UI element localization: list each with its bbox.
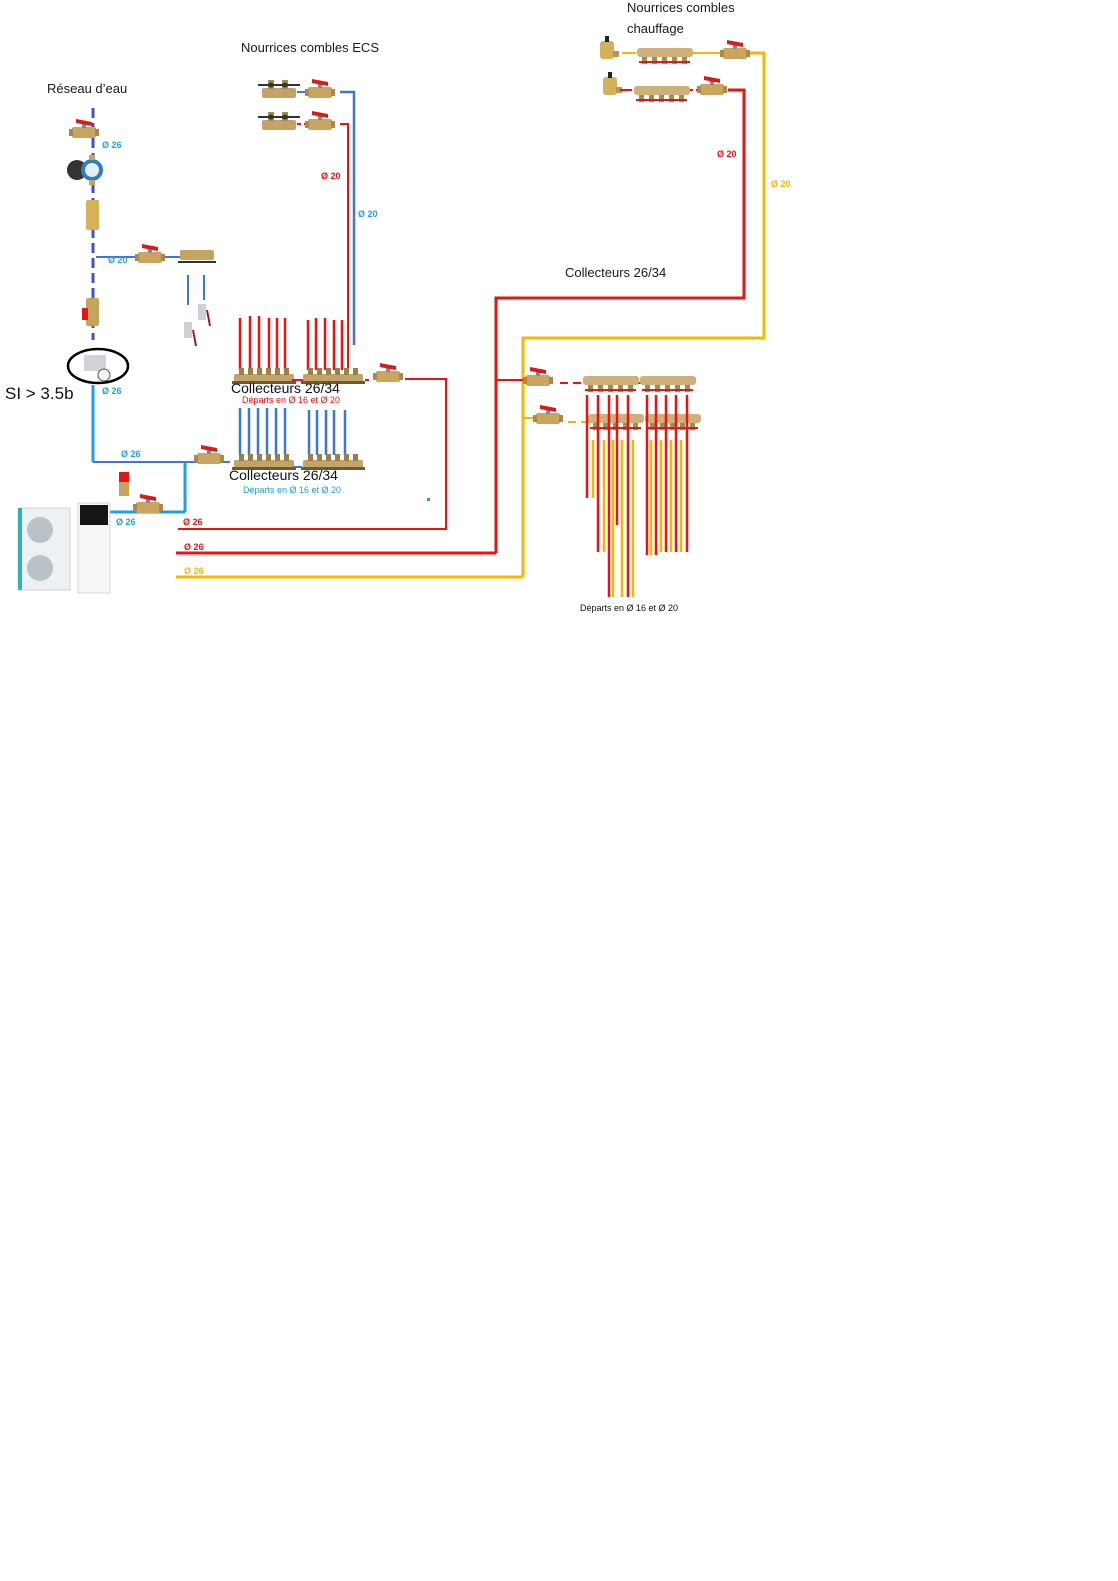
branch-valve: [135, 244, 165, 263]
heat-pump-indoor-unit: [77, 502, 111, 594]
air-vent-bottom: [603, 72, 622, 95]
diameter-ecs-hot: Ø 20: [321, 171, 341, 181]
floor-valve-red: [523, 367, 553, 386]
heating-valve-yellow: [720, 40, 750, 59]
collecteurs-hot-label: Collecteurs 26/34: [231, 380, 340, 396]
ecs-valve-hot: [305, 111, 335, 130]
departs-cold-label: Départs en Ø 16 et Ø 20: [243, 485, 342, 495]
reseau-label: Réseau d’eau: [47, 81, 128, 96]
nourrices-chauffage-label-line2: chauffage: [627, 21, 684, 36]
ecs-nourrice-cold: [258, 80, 300, 98]
diameter-branch: Ø 20: [108, 255, 128, 265]
heating-red-riser: [494, 88, 746, 553]
air-vent-top: [600, 36, 619, 59]
plumbing-diagram: Réseau d’eau Nourrices combles ECS Nourr…: [0, 0, 1118, 640]
collecteurs-right-label: Collecteurs 26/34: [565, 265, 667, 280]
heating-nourrice-yellow: [637, 48, 693, 64]
departs-floor-label: Départs en Ø 16 et Ø 20: [580, 603, 679, 613]
small-manifold: [178, 250, 216, 263]
pressure-reducer: [66, 347, 130, 385]
stop-valve-red: [82, 298, 99, 326]
diameter-chauffage-hot: Ø 20: [717, 149, 737, 159]
ecs-hot-riser: [340, 123, 349, 373]
heating-valve-red: [697, 76, 727, 95]
heat-pump-outdoor-unit: [17, 507, 71, 591]
diameter-after-reducer: Ø 26: [102, 386, 122, 396]
departs-hot-label: Départs en Ø 16 et Ø 20: [242, 395, 341, 405]
water-meter: [67, 155, 103, 185]
floor-departures-yellow: [591, 440, 683, 597]
isolation-valve-top: [69, 119, 99, 138]
floor-collector-yellow-2: [645, 414, 701, 430]
heating-yellow-riser: [521, 51, 766, 577]
diagram-canvas: [17, 36, 766, 597]
hot-collector-risers: [238, 316, 344, 370]
diameter-pac-out: Ø 26: [116, 517, 136, 527]
diameter-line-red-1: Ø 26: [183, 517, 203, 527]
hot-return-line: [178, 378, 447, 530]
heating-nourrice-red: [634, 86, 690, 102]
safety-valve: [119, 472, 129, 496]
floor-departures-red: [585, 395, 689, 597]
diameter-ecs-cold: Ø 20: [358, 209, 378, 219]
collecteurs-cold-label: Collecteurs 26/34: [229, 467, 338, 483]
cold-collector-risers: [238, 408, 347, 455]
ecs-valve-cold: [305, 79, 335, 98]
ecs-nourrice-hot: [258, 112, 300, 130]
garden-taps: [184, 304, 211, 347]
pac-valve: [133, 494, 163, 513]
cold-collector-valve: [194, 445, 224, 464]
diameter-line-red-2: Ø 26: [184, 542, 204, 552]
floor-collector-red-1: [583, 376, 639, 392]
ecs-cold-riser: [340, 90, 356, 345]
floor-valve-yellow: [533, 405, 563, 424]
pressure-note: SI > 3.5b: [5, 384, 74, 403]
check-valve-filter: [86, 200, 99, 230]
nourrices-chauffage-label-line1: Nourrices combles: [627, 0, 735, 15]
diameter-line-yellow: Ø 26: [184, 566, 204, 576]
diameter-chauffage-yellow: Ø 20: [771, 179, 791, 189]
diameter-reseau-top: Ø 26: [102, 140, 122, 150]
nourrices-ecs-label: Nourrices combles ECS: [241, 40, 379, 55]
hot-collector-valve: [373, 363, 403, 382]
floor-collector-red-2: [640, 376, 696, 392]
diameter-horizontal: Ø 26: [121, 449, 141, 459]
